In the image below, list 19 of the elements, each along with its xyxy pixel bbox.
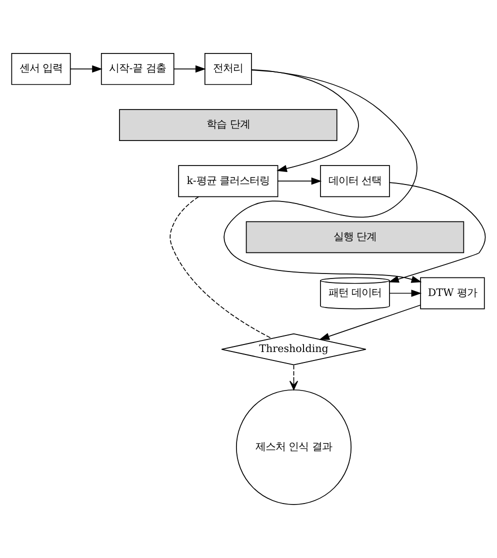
node-box: DTW 평가	[420, 277, 485, 310]
connector	[170, 196, 272, 339]
arrow	[174, 65, 206, 73]
arrow	[278, 177, 322, 185]
node-box: k-평균 클러스터링	[178, 165, 278, 198]
arrow	[70, 65, 102, 73]
arrow	[388, 182, 486, 283]
node-box: 학습 단계	[119, 109, 338, 141]
arrow	[289, 364, 298, 390]
node-box: 전처리	[204, 53, 252, 85]
arrow	[319, 304, 421, 340]
node-box: 시작-끝 검출	[100, 53, 174, 85]
node-box: 센서 입력	[11, 53, 71, 85]
node-circle: 제스처 인식 결과	[236, 389, 352, 505]
node-box: 실행 단계	[246, 221, 464, 254]
node-box: 데이터 선택	[320, 165, 390, 198]
arrow	[251, 69, 359, 172]
arrow	[389, 290, 422, 297]
arrow	[224, 70, 422, 283]
